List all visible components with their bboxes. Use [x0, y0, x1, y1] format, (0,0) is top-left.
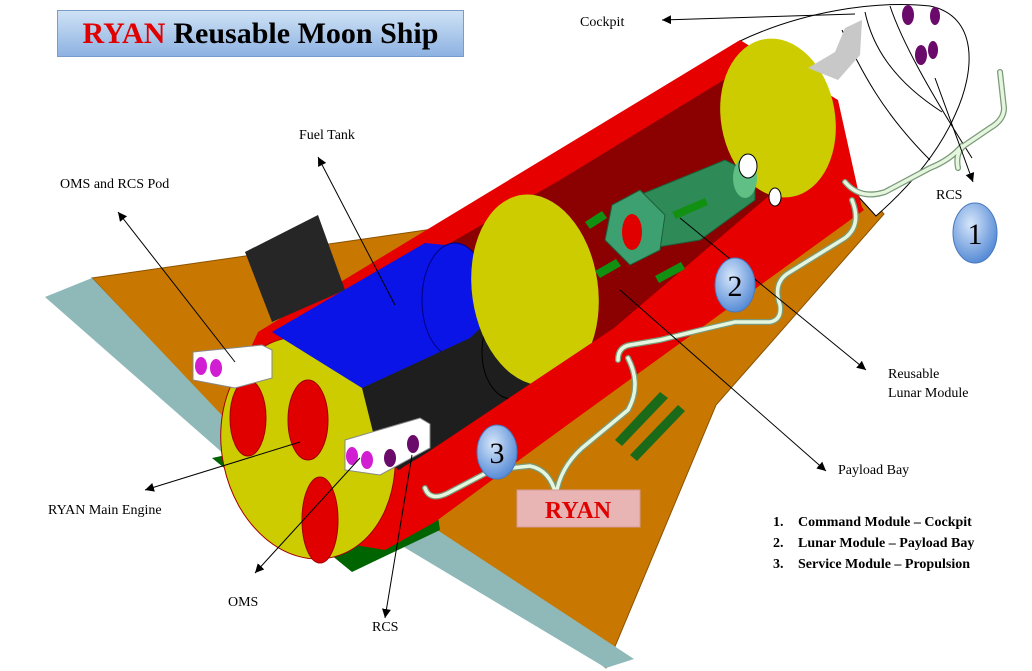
diagram-title: RYAN Reusable Moon Ship — [57, 10, 464, 57]
legend-text: Command Module – Cockpit — [798, 515, 972, 530]
legend-item: 2. Lunar Module – Payload Bay — [773, 533, 974, 554]
arrow-oms — [254, 457, 361, 574]
label-cockpit: Cockpit — [580, 15, 624, 30]
arrow-payload-bay — [619, 289, 827, 472]
module-legend: 1. Command Module – Cockpit 2. Lunar Mod… — [773, 512, 974, 575]
title-highlight: RYAN — [82, 16, 166, 50]
rcs-nozzle — [407, 435, 419, 453]
marker-2-circle — [714, 257, 756, 313]
main-engine-nozzle — [287, 379, 329, 461]
arrow-cockpit — [661, 13, 856, 25]
arrow-fuel-tank — [317, 156, 396, 306]
label-lunar-module-line2: Lunar Module — [888, 386, 968, 401]
legend-item: 1. Command Module – Cockpit — [773, 512, 974, 533]
arrow-lunar-module — [679, 217, 867, 371]
label-rcs-nose: RCS — [936, 188, 962, 203]
oms-nozzle — [346, 447, 358, 465]
legend-text: Lunar Module – Payload Bay — [798, 536, 975, 551]
marker-2-number: 2 — [728, 270, 743, 303]
label-payload-bay: Payload Bay — [838, 463, 909, 478]
conduit — [616, 198, 858, 362]
cockpit-contour-line — [889, 5, 973, 159]
thruster-nozzle — [210, 359, 222, 377]
main-engine-nozzle — [301, 476, 339, 564]
label-oms: OMS — [228, 595, 258, 610]
lunar-module-leg — [672, 198, 708, 219]
lunar-module-leg — [595, 259, 621, 278]
legend-number: 3. — [773, 557, 784, 572]
arrow-rcs-nose — [934, 77, 975, 183]
cockpit-window — [808, 20, 862, 80]
tail-fin — [245, 215, 345, 322]
nose-rcs-thruster — [928, 41, 938, 59]
label-oms-rcs-pod: OMS and RCS Pod — [60, 177, 169, 192]
nose-rcs-thruster — [930, 7, 940, 25]
lunar-module-engine — [622, 214, 642, 250]
mid-bulkhead — [471, 194, 599, 386]
label-lunar-module-line1: Reusable — [888, 367, 939, 382]
marker-3-circle — [476, 424, 518, 480]
thruster-nozzle — [195, 357, 207, 375]
marker-3-number: 3 — [490, 437, 505, 470]
cockpit-contour-line — [864, 11, 943, 113]
callout-arrows — [117, 13, 975, 619]
label-main-engine: RYAN Main Engine — [48, 503, 162, 518]
nose-rcs-thruster — [902, 5, 914, 25]
marker-1-circle — [952, 202, 998, 264]
wing-leading-edge-left — [45, 278, 252, 462]
docking-port — [768, 187, 782, 207]
rcs-nozzle — [384, 449, 396, 467]
legend-text: Service Module – Propulsion — [798, 557, 971, 572]
legend-number: 1. — [773, 515, 784, 530]
oms-nozzle — [361, 451, 373, 469]
ryan-badge-text: RYAN — [545, 498, 612, 524]
oms-rcs-pod-upper — [192, 344, 273, 389]
ryan-badge — [516, 489, 641, 528]
main-engine-nozzle — [229, 379, 267, 457]
arrow-main-engine — [144, 441, 301, 492]
label-rcs-pod: RCS — [372, 620, 398, 635]
arrow-oms-rcs-pod — [117, 211, 236, 363]
lunar-module-leg — [585, 211, 607, 229]
legend-number: 2. — [773, 536, 784, 551]
legend-item: 3. Service Module – Propulsion — [773, 554, 974, 575]
title-rest: Reusable Moon Ship — [173, 16, 439, 50]
wing-stripe — [630, 405, 685, 461]
conduit — [843, 70, 1006, 197]
docking-port — [738, 153, 758, 179]
label-fuel-tank: Fuel Tank — [299, 128, 355, 143]
nose-rcs-thruster — [915, 45, 927, 65]
wing-stripe — [615, 392, 668, 446]
lunar-module-leg — [655, 262, 685, 283]
marker-1-number: 1 — [968, 218, 983, 251]
wing-leading-edge-bottom — [392, 522, 634, 668]
arrow-rcs-pod — [382, 454, 413, 619]
